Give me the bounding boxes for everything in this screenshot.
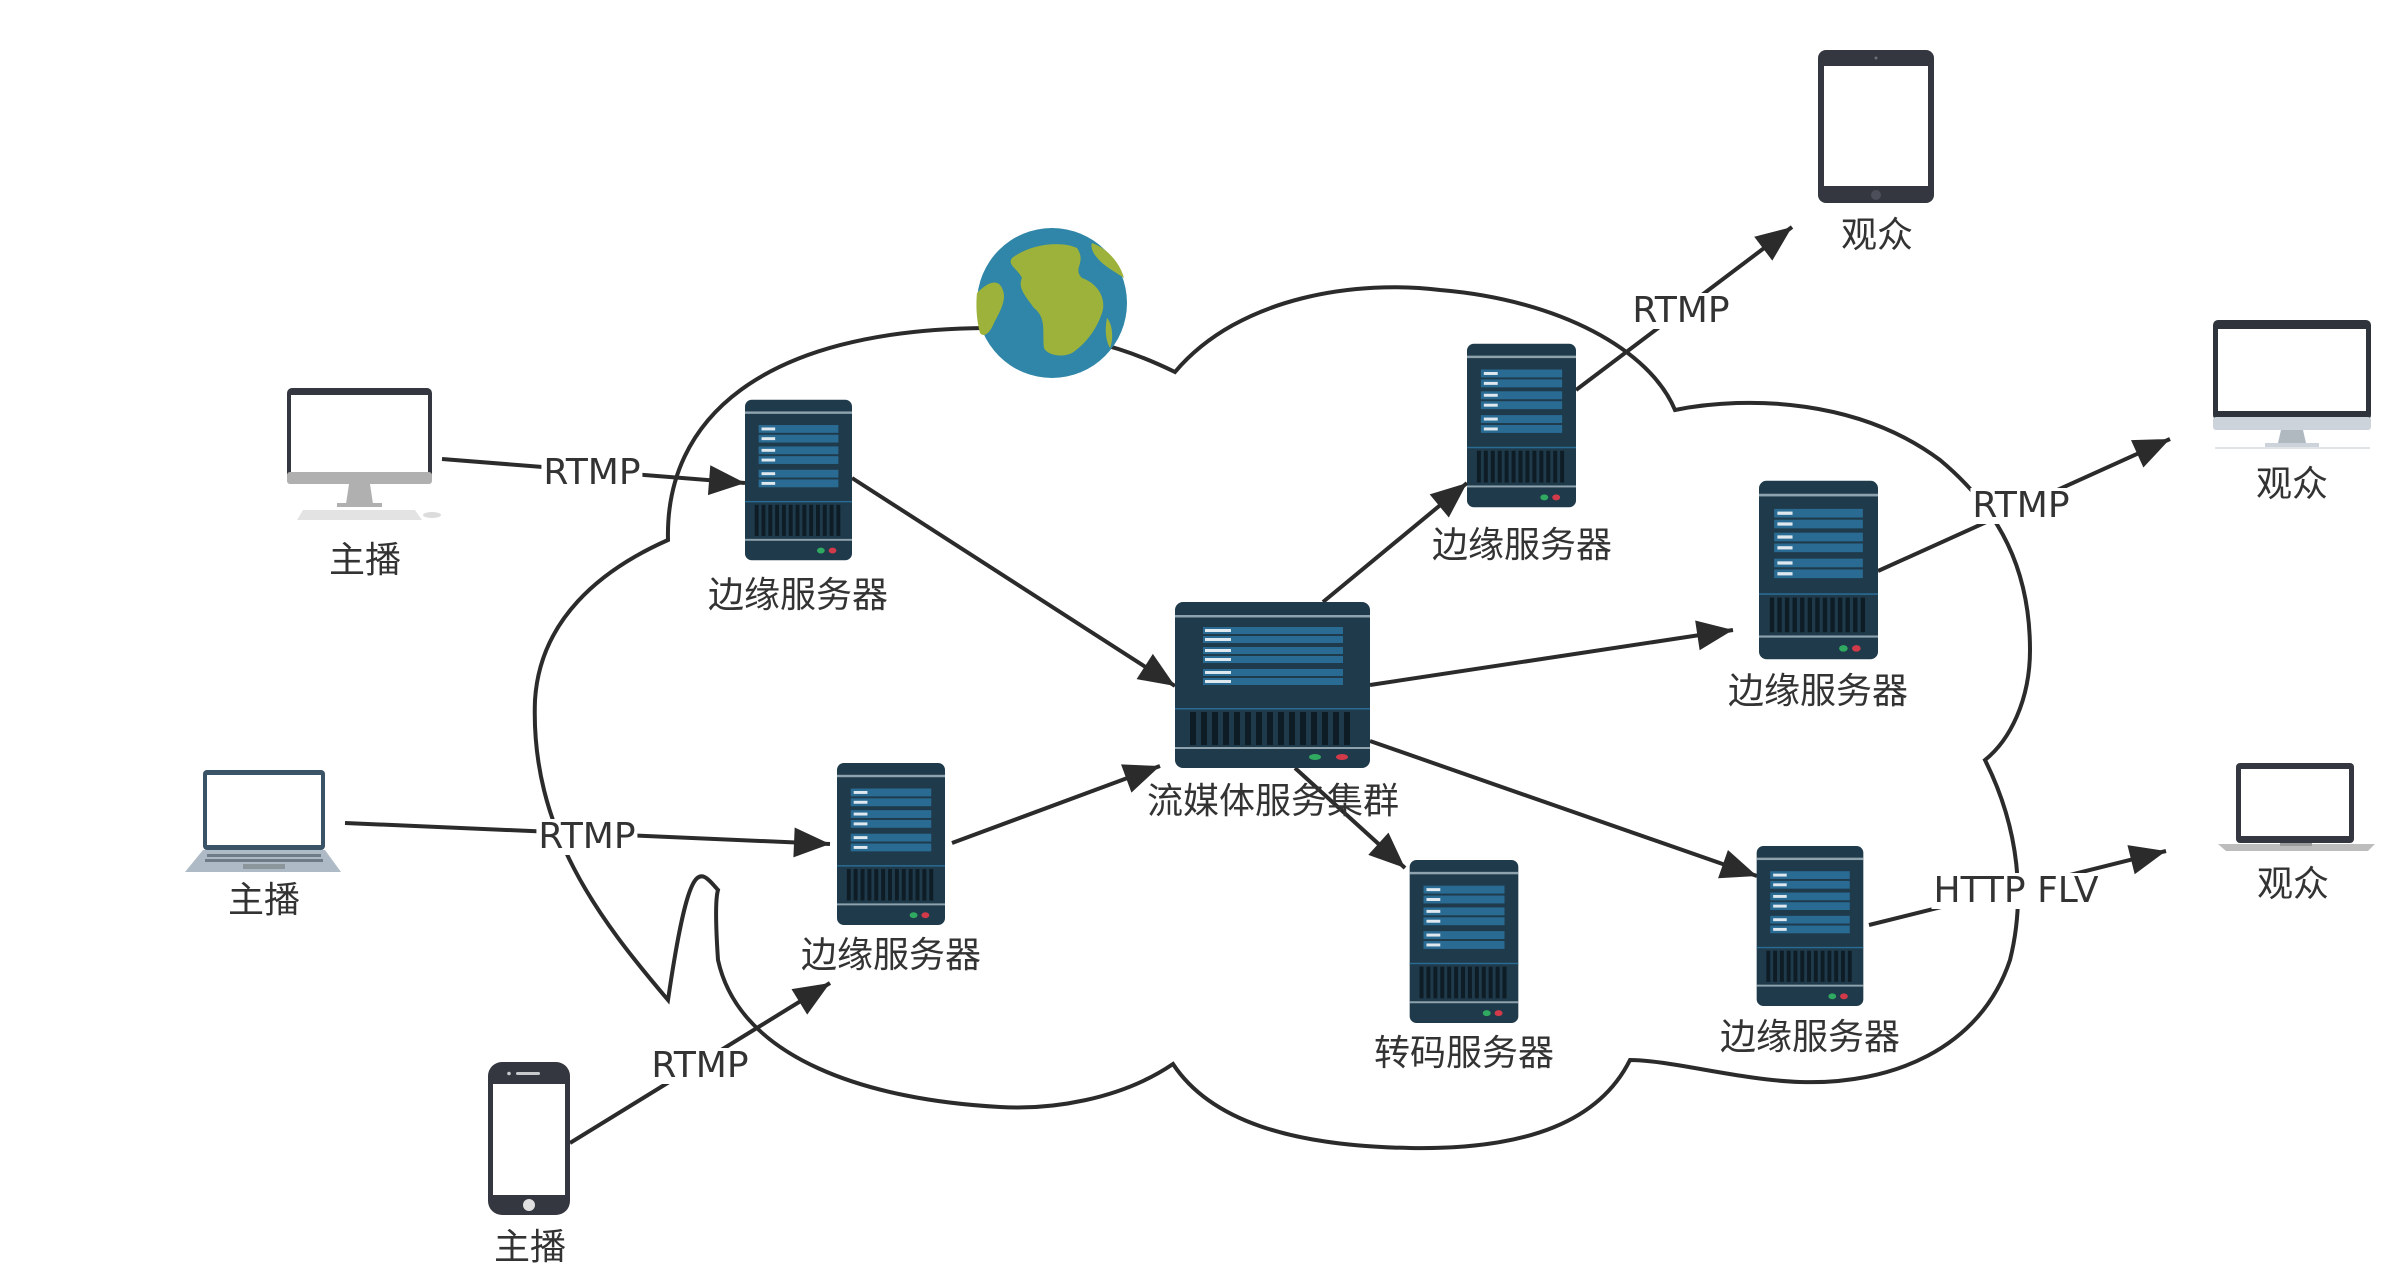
viewer-tablet-label: 观众: [1840, 215, 1914, 256]
broadcaster-phone-label: 主播: [493, 1227, 567, 1268]
edge-label-edge-mid-to-desktop: RTMP: [1970, 485, 2072, 526]
globe-icon: [976, 228, 1127, 378]
edge-arrowhead-0: [707, 465, 745, 496]
edge-arrowhead-9: [1754, 227, 1792, 261]
broadcaster-laptop-icon: [185, 770, 341, 872]
streaming-cluster-icon: [1175, 602, 1370, 768]
viewer-tablet-icon: [1818, 50, 1934, 203]
streaming-cluster-label: 流媒体服务集群: [1146, 781, 1400, 822]
edge-arrowhead-6: [1695, 620, 1733, 651]
edge-arrowhead-10: [2131, 439, 2170, 468]
broadcaster-desktop-icon: [287, 388, 441, 520]
edge-arrowhead-1: [793, 827, 830, 858]
edge-label-desktop-to-edge1: RTMP: [541, 452, 643, 493]
edge-arrowhead-11: [2127, 845, 2166, 875]
edge-server-out-mid-icon: [1759, 480, 1878, 660]
edge-arrowhead-8: [1718, 849, 1757, 879]
edge-arrowhead-7: [1368, 832, 1405, 868]
edge-label-phone-to-edge2: RTMP: [649, 1045, 751, 1086]
viewer-laptop-label: 观众: [2256, 864, 2330, 905]
broadcaster-smartphone-icon: [488, 1062, 570, 1215]
edge-arrowhead-3: [1136, 653, 1175, 686]
broadcaster-laptop-label: 主播: [227, 880, 301, 921]
edge-server-in-1-label: 边缘服务器: [707, 575, 889, 616]
edge-arrowhead-4: [1121, 764, 1160, 793]
edge-line-6: [1369, 628, 1734, 687]
edge-server-out-top-icon: [1467, 343, 1576, 508]
edge-label-edge-top-to-tablet: RTMP: [1630, 290, 1732, 331]
transcode-server-icon: [1409, 860, 1519, 1023]
edge-server-out-top-label: 边缘服务器: [1431, 525, 1613, 566]
edge-server-out-bottom-label: 边缘服务器: [1719, 1017, 1901, 1058]
transcode-server-label: 转码服务器: [1373, 1033, 1555, 1074]
viewer-desktop-icon: [2213, 320, 2371, 449]
edge-label-edge-bottom-to-laptop: HTTP FLV: [1931, 870, 2101, 911]
edge-line-3: [850, 476, 1177, 688]
edge-server-out-bottom-icon: [1756, 846, 1864, 1006]
edge-arrowhead-5: [1429, 483, 1467, 518]
edge-line-8: [1369, 739, 1758, 878]
edge-server-out-mid-label: 边缘服务器: [1727, 671, 1909, 712]
edge-label-laptop-to-edge2: RTMP: [536, 816, 638, 857]
edge-server-in-2-icon: [837, 763, 945, 925]
edge-arrowhead-2: [791, 983, 830, 1015]
viewer-desktop-label: 观众: [2255, 464, 2329, 505]
edge-server-in-2-label: 边缘服务器: [800, 935, 982, 976]
edge-line-4: [951, 764, 1161, 845]
edge-server-in-1-icon: [745, 399, 852, 561]
cloud-boundary: [532, 285, 2033, 1151]
broadcaster-desktop-label: 主播: [328, 540, 402, 581]
viewer-laptop-icon: [2218, 763, 2375, 851]
